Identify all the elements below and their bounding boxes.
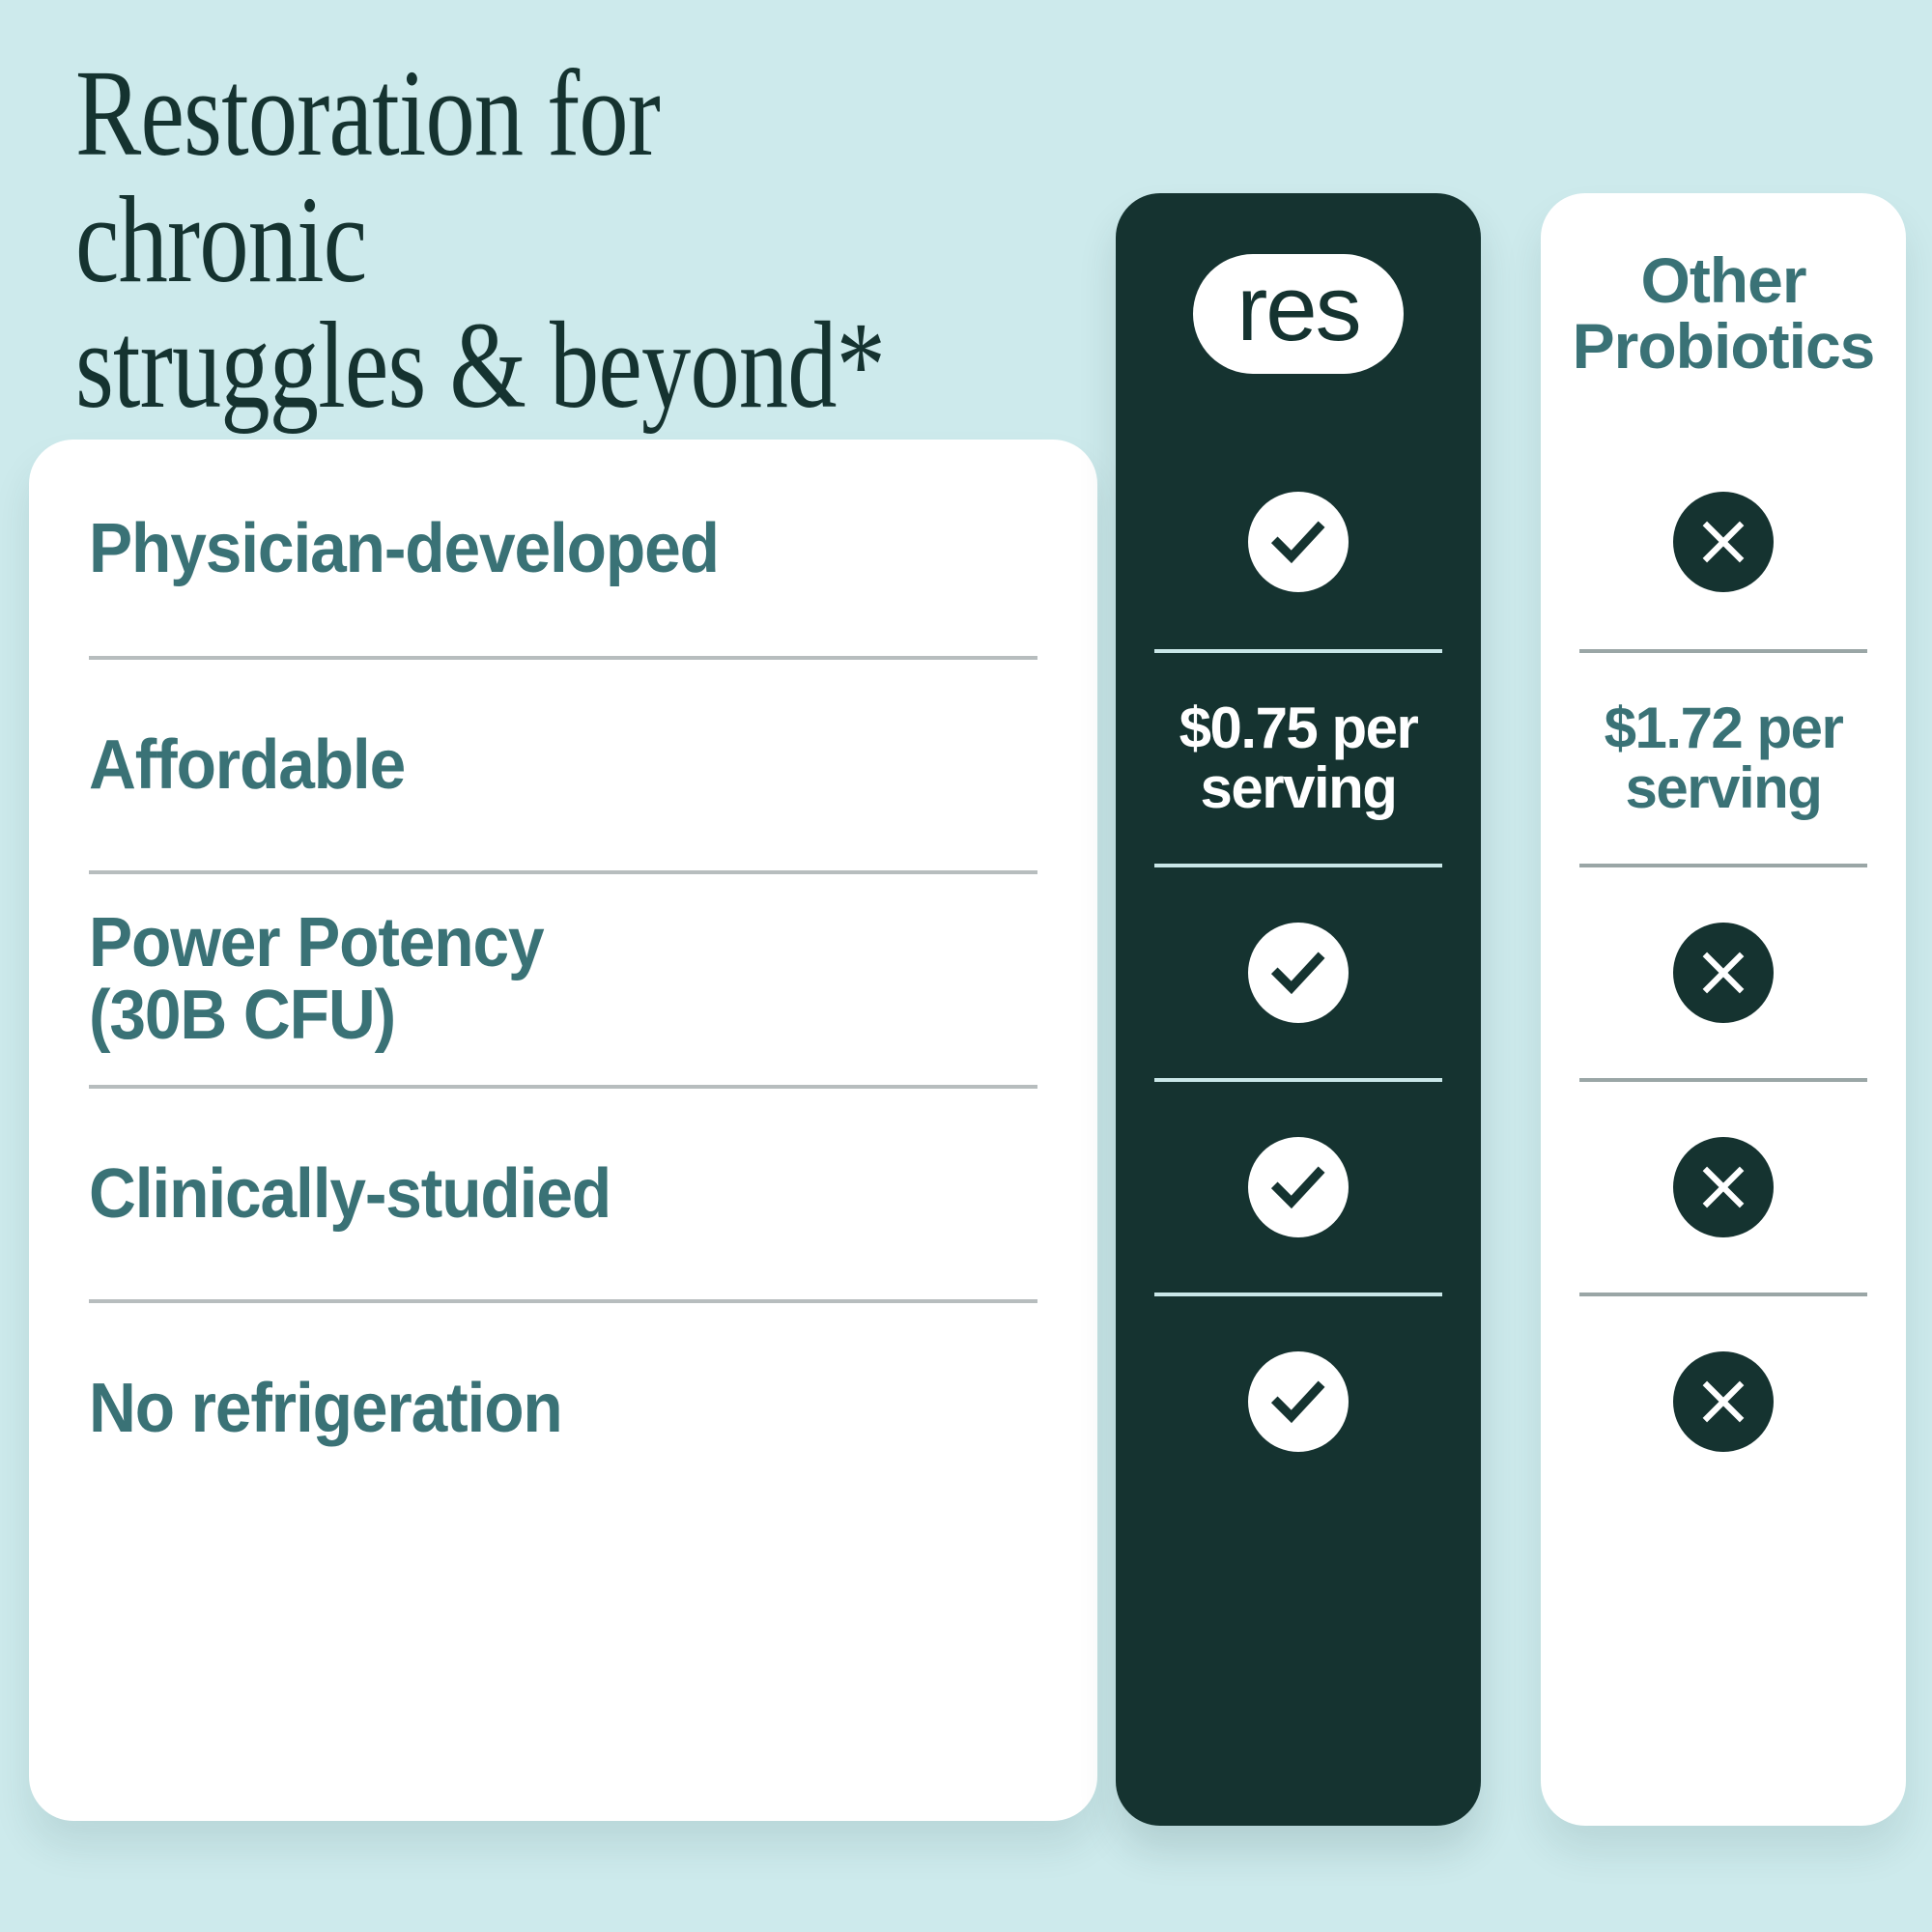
feature-row: Affordable	[89, 656, 1037, 870]
other-cell-clinically-studied	[1579, 1078, 1867, 1293]
check-circle-icon	[1248, 492, 1349, 592]
other-cell-price: $1.72 per serving	[1579, 649, 1867, 864]
other-cell-no-refrigeration	[1579, 1293, 1867, 1507]
res-price-value: $0.75 per serving	[1179, 695, 1419, 820]
page-title: Restoration for chronic struggles & beyo…	[75, 44, 886, 435]
res-cell-power-potency	[1154, 864, 1442, 1078]
feature-row: Clinically-studied	[89, 1085, 1037, 1299]
check-circle-icon	[1248, 1351, 1349, 1452]
feature-row: Power Potency (30B CFU)	[89, 870, 1037, 1085]
res-cell-price: $0.75 per serving	[1154, 649, 1442, 864]
other-cell-physician-developed	[1579, 435, 1867, 649]
x-circle-icon	[1673, 492, 1774, 592]
feature-list-card: Physician-developed Affordable Power Pot…	[29, 440, 1097, 1821]
other-probiotics-title: Other Probiotics	[1572, 244, 1876, 382]
res-logo-badge: res	[1193, 254, 1404, 374]
res-cell-physician-developed	[1154, 435, 1442, 649]
x-circle-icon	[1673, 1351, 1774, 1452]
feature-label: Power Potency (30B CFU)	[89, 904, 545, 1054]
comparison-column-res: res $0.75 per serving	[1116, 193, 1481, 1826]
other-column-cells: $1.72 per serving	[1541, 435, 1906, 1826]
x-circle-icon	[1673, 923, 1774, 1023]
feature-label: Affordable	[89, 725, 406, 804]
feature-label: Physician-developed	[89, 509, 720, 587]
comparison-column-other-probiotics: Other Probiotics $1.72 per serving	[1541, 193, 1906, 1826]
other-column-header: Other Probiotics	[1541, 193, 1906, 435]
x-circle-icon	[1673, 1137, 1774, 1237]
feature-label: Clinically-studied	[89, 1154, 611, 1233]
feature-label: No refrigeration	[89, 1369, 563, 1447]
other-cell-power-potency	[1579, 864, 1867, 1078]
feature-row: Physician-developed	[89, 441, 1037, 656]
res-cell-clinically-studied	[1154, 1078, 1442, 1293]
res-column-cells: $0.75 per serving	[1116, 435, 1481, 1826]
res-cell-no-refrigeration	[1154, 1293, 1442, 1507]
check-circle-icon	[1248, 923, 1349, 1023]
res-column-header: res	[1116, 193, 1481, 435]
check-circle-icon	[1248, 1137, 1349, 1237]
feature-row: No refrigeration	[89, 1299, 1037, 1514]
other-price-value: $1.72 per serving	[1604, 695, 1844, 820]
feature-rows: Physician-developed Affordable Power Pot…	[29, 441, 1097, 1514]
